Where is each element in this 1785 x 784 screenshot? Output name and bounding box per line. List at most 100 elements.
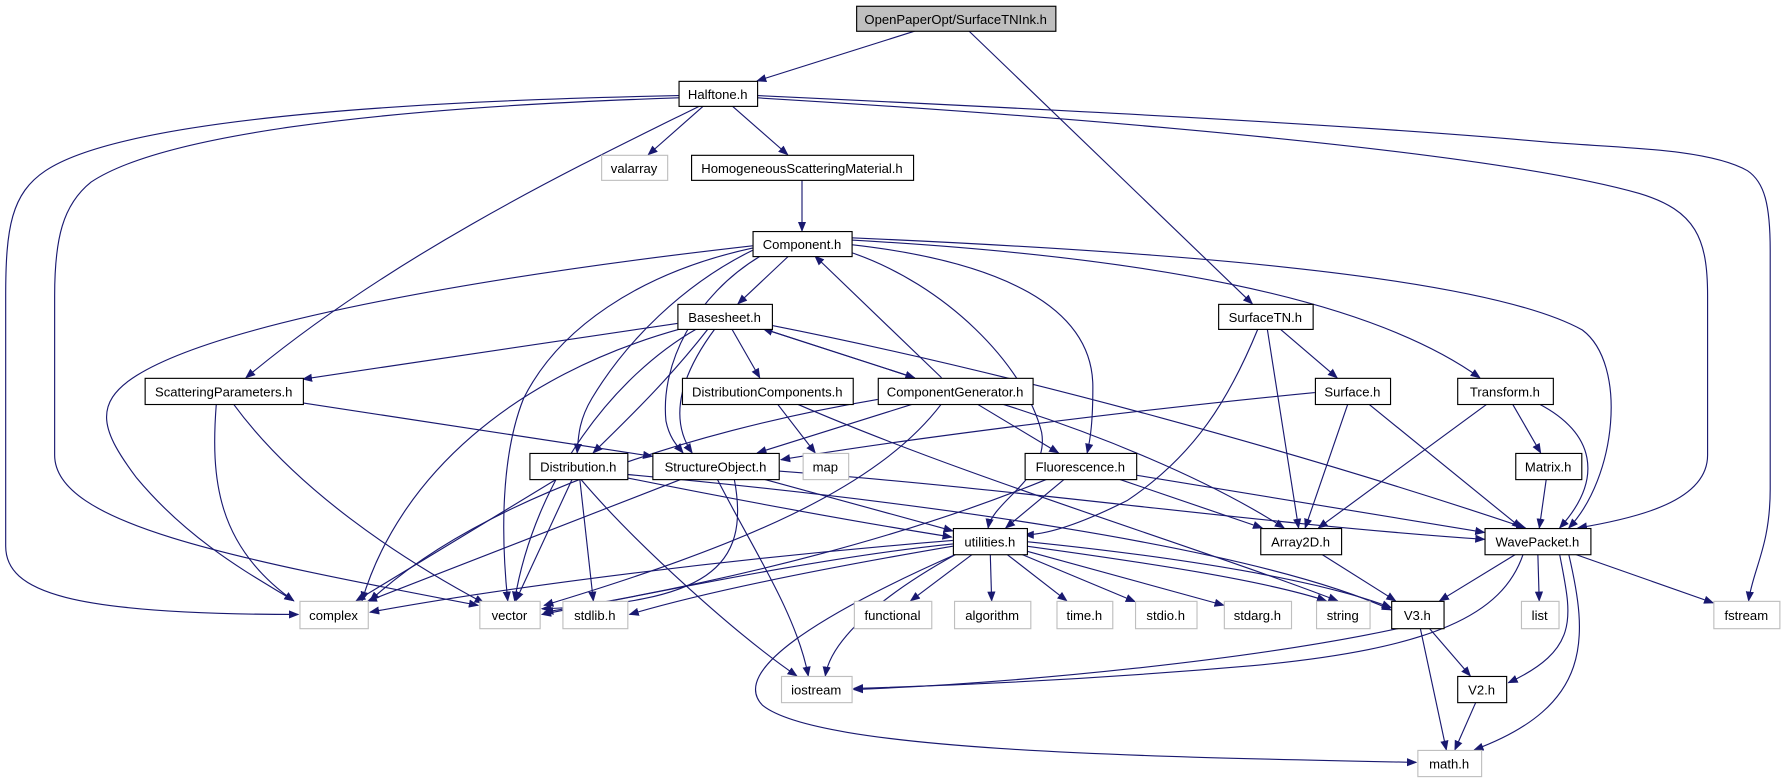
edge-component-to-utilities (851, 252, 1043, 529)
node-label: ScatteringParameters.h (155, 385, 292, 400)
edge-root-to-halftone (756, 30, 917, 83)
node-complex: complex (299, 600, 369, 630)
node-label: DistributionComponents.h (692, 385, 843, 400)
node-math: math.h (1417, 749, 1483, 778)
edge-halftone-to-hsm (731, 105, 789, 156)
node-box (1223, 600, 1293, 630)
node-box (877, 377, 1034, 406)
node-map: map (802, 452, 850, 481)
node-box (562, 600, 629, 630)
node-label: Surface.h (1324, 385, 1380, 400)
node-label: string (1327, 608, 1359, 623)
node-box (678, 80, 759, 107)
edge-compgen-to-component (814, 255, 942, 379)
edge-compgen-to-basesheet (762, 327, 915, 379)
node-box (952, 527, 1028, 556)
node-surface[interactable]: Surface.h (1314, 377, 1392, 406)
node-time: time.h (1056, 600, 1114, 630)
node-label: utilities.h (964, 535, 1015, 550)
node-v3[interactable]: V3.h (1391, 600, 1445, 630)
edge-wavepacket-to-v2 (1507, 554, 1569, 684)
edge-transform-to-array2d (1317, 403, 1488, 529)
node-scatparams[interactable]: ScatteringParameters.h (144, 377, 304, 406)
node-box (1484, 527, 1592, 556)
edge-fluorescence-to-wavepacket (1136, 474, 1486, 535)
node-box (1520, 600, 1560, 630)
node-halftone[interactable]: Halftone.h (678, 80, 759, 107)
edge-utilities-to-stdio (1020, 553, 1136, 603)
node-box (1417, 749, 1483, 778)
node-label: time.h (1067, 608, 1103, 623)
node-label: functional (864, 608, 920, 623)
node-array2d[interactable]: Array2D.h (1260, 527, 1343, 556)
node-v2[interactable]: V2.h (1457, 675, 1508, 704)
node-fluorescence[interactable]: Fluorescence.h (1024, 452, 1138, 481)
node-box (1515, 452, 1583, 481)
node-box (1134, 600, 1198, 630)
edge-structobj-to-vector (540, 478, 739, 613)
node-basesheet[interactable]: Basesheet.h (677, 303, 773, 330)
node-box (601, 154, 669, 181)
edge-structobj-to-wavepacket (778, 470, 1486, 543)
node-list: list (1520, 600, 1560, 630)
edge-fluorescence-to-array2d (1118, 478, 1264, 529)
node-label: HomogeneousScatteringMaterial.h (701, 161, 902, 176)
node-label: stdarg.h (1234, 608, 1281, 623)
node-box (299, 600, 369, 630)
node-root[interactable]: OpenPaperOpt/SurfaceTNInk.h (856, 5, 1057, 32)
edge-transform-to-matrix (1511, 403, 1542, 454)
edge-component-to-distribution (573, 249, 753, 454)
node-utilities[interactable]: utilities.h (952, 527, 1028, 556)
node-hsm[interactable]: HomogeneousScatteringMaterial.h (691, 154, 915, 181)
node-box (953, 600, 1032, 630)
node-stdio: stdio.h (1134, 600, 1198, 630)
edge-utilities-to-time (1006, 553, 1068, 602)
edge-halftone-to-vector (54, 97, 679, 608)
node-structobj[interactable]: StructureObject.h (652, 452, 780, 481)
edge-component-to-complex (106, 245, 753, 602)
node-label: Fluorescence.h (1036, 460, 1125, 475)
node-label: V3.h (1404, 608, 1431, 623)
edge-surfacetn-to-surface (1279, 328, 1338, 379)
node-wavepacket[interactable]: WavePacket.h (1484, 527, 1592, 556)
node-string: string (1315, 600, 1371, 630)
edge-basesheet-to-scatparams (301, 322, 678, 382)
node-label: map (813, 460, 838, 475)
node-label: WavePacket.h (1495, 535, 1579, 550)
node-distcomp[interactable]: DistributionComponents.h (681, 377, 854, 406)
edge-component-to-basesheet (737, 255, 790, 305)
edge-halftone-to-fstream (757, 95, 1771, 602)
edge-utilities-to-algorithm (987, 554, 996, 602)
node-surfacetn[interactable]: SurfaceTN.h (1218, 303, 1314, 330)
node-component[interactable]: Component.h (752, 230, 853, 258)
edge-utilities-to-stdlib (628, 545, 953, 616)
node-box (802, 452, 850, 481)
edge-scatparams-to-structobj (302, 402, 654, 459)
edge-v3-to-math (1419, 627, 1449, 751)
node-fstream: fstream (1713, 600, 1781, 630)
edge-compgen-to-vector (543, 403, 942, 607)
edge-basesheet-to-vector (512, 328, 697, 602)
node-box (1713, 600, 1781, 630)
node-label: list (1532, 608, 1548, 623)
edge-structobj-to-utilities (763, 478, 954, 533)
edge-scatparams-to-vector (232, 403, 485, 604)
edge-surface-to-array2d (1304, 403, 1349, 529)
node-box (1457, 675, 1508, 704)
edge-v2-to-math (1454, 701, 1477, 751)
edge-utilities-to-stdarg (1026, 550, 1225, 607)
node-compgen[interactable]: ComponentGenerator.h (877, 377, 1034, 406)
node-box (752, 230, 853, 258)
edge-v3-to-iostream (852, 627, 1401, 694)
edge-distribution-to-complex (355, 478, 558, 602)
node-distribution[interactable]: Distribution.h (529, 452, 629, 481)
node-box (652, 452, 780, 481)
edge-halftone-to-scatparams (245, 105, 701, 379)
node-matrix[interactable]: Matrix.h (1515, 452, 1583, 481)
node-label: iostream (791, 683, 841, 698)
edge-utilities-to-functional (909, 553, 973, 602)
node-transform[interactable]: Transform.h (1457, 377, 1554, 406)
node-label: Matrix.h (1525, 460, 1572, 475)
edge-component-to-structobj (664, 255, 761, 454)
